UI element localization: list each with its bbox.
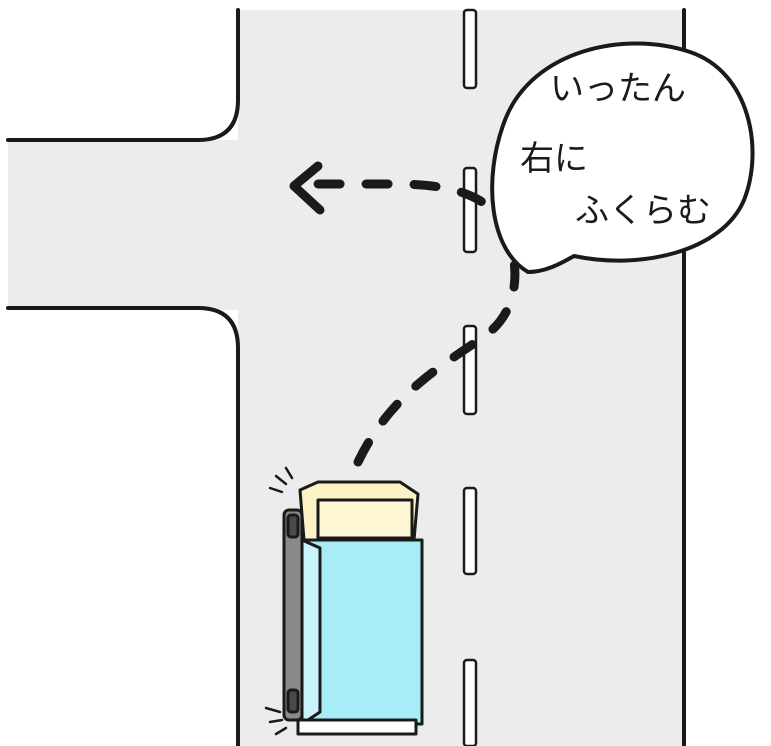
bubble-line-2: 右に bbox=[520, 139, 588, 179]
turn-path bbox=[307, 179, 520, 467]
speech-bubble: いったん 右に ふくらむ bbox=[490, 41, 755, 274]
lane-dash bbox=[462, 324, 478, 416]
lane-dash bbox=[462, 166, 478, 254]
truck-rear-bumper bbox=[296, 718, 418, 736]
truck-cab-window bbox=[316, 498, 414, 540]
curb-upper-left bbox=[6, 8, 240, 142]
arrow-left-icon bbox=[289, 161, 325, 215]
motion-lines-icon bbox=[264, 466, 294, 736]
lane-dash bbox=[462, 486, 478, 576]
truck bbox=[282, 480, 424, 736]
side-street bbox=[8, 140, 248, 310]
truck-wheel bbox=[286, 688, 300, 714]
bubble-line-3: ふくらむ bbox=[575, 191, 711, 231]
bubble-line-1: いったん bbox=[550, 69, 686, 109]
curb-lower-left bbox=[6, 306, 240, 746]
lane-dash bbox=[462, 8, 478, 90]
speech-bubble-outline bbox=[490, 41, 755, 274]
truck-wheel bbox=[286, 513, 300, 539]
truck-cargo-side bbox=[300, 538, 322, 726]
lane-markings bbox=[462, 8, 478, 746]
lane-dash bbox=[462, 658, 478, 746]
